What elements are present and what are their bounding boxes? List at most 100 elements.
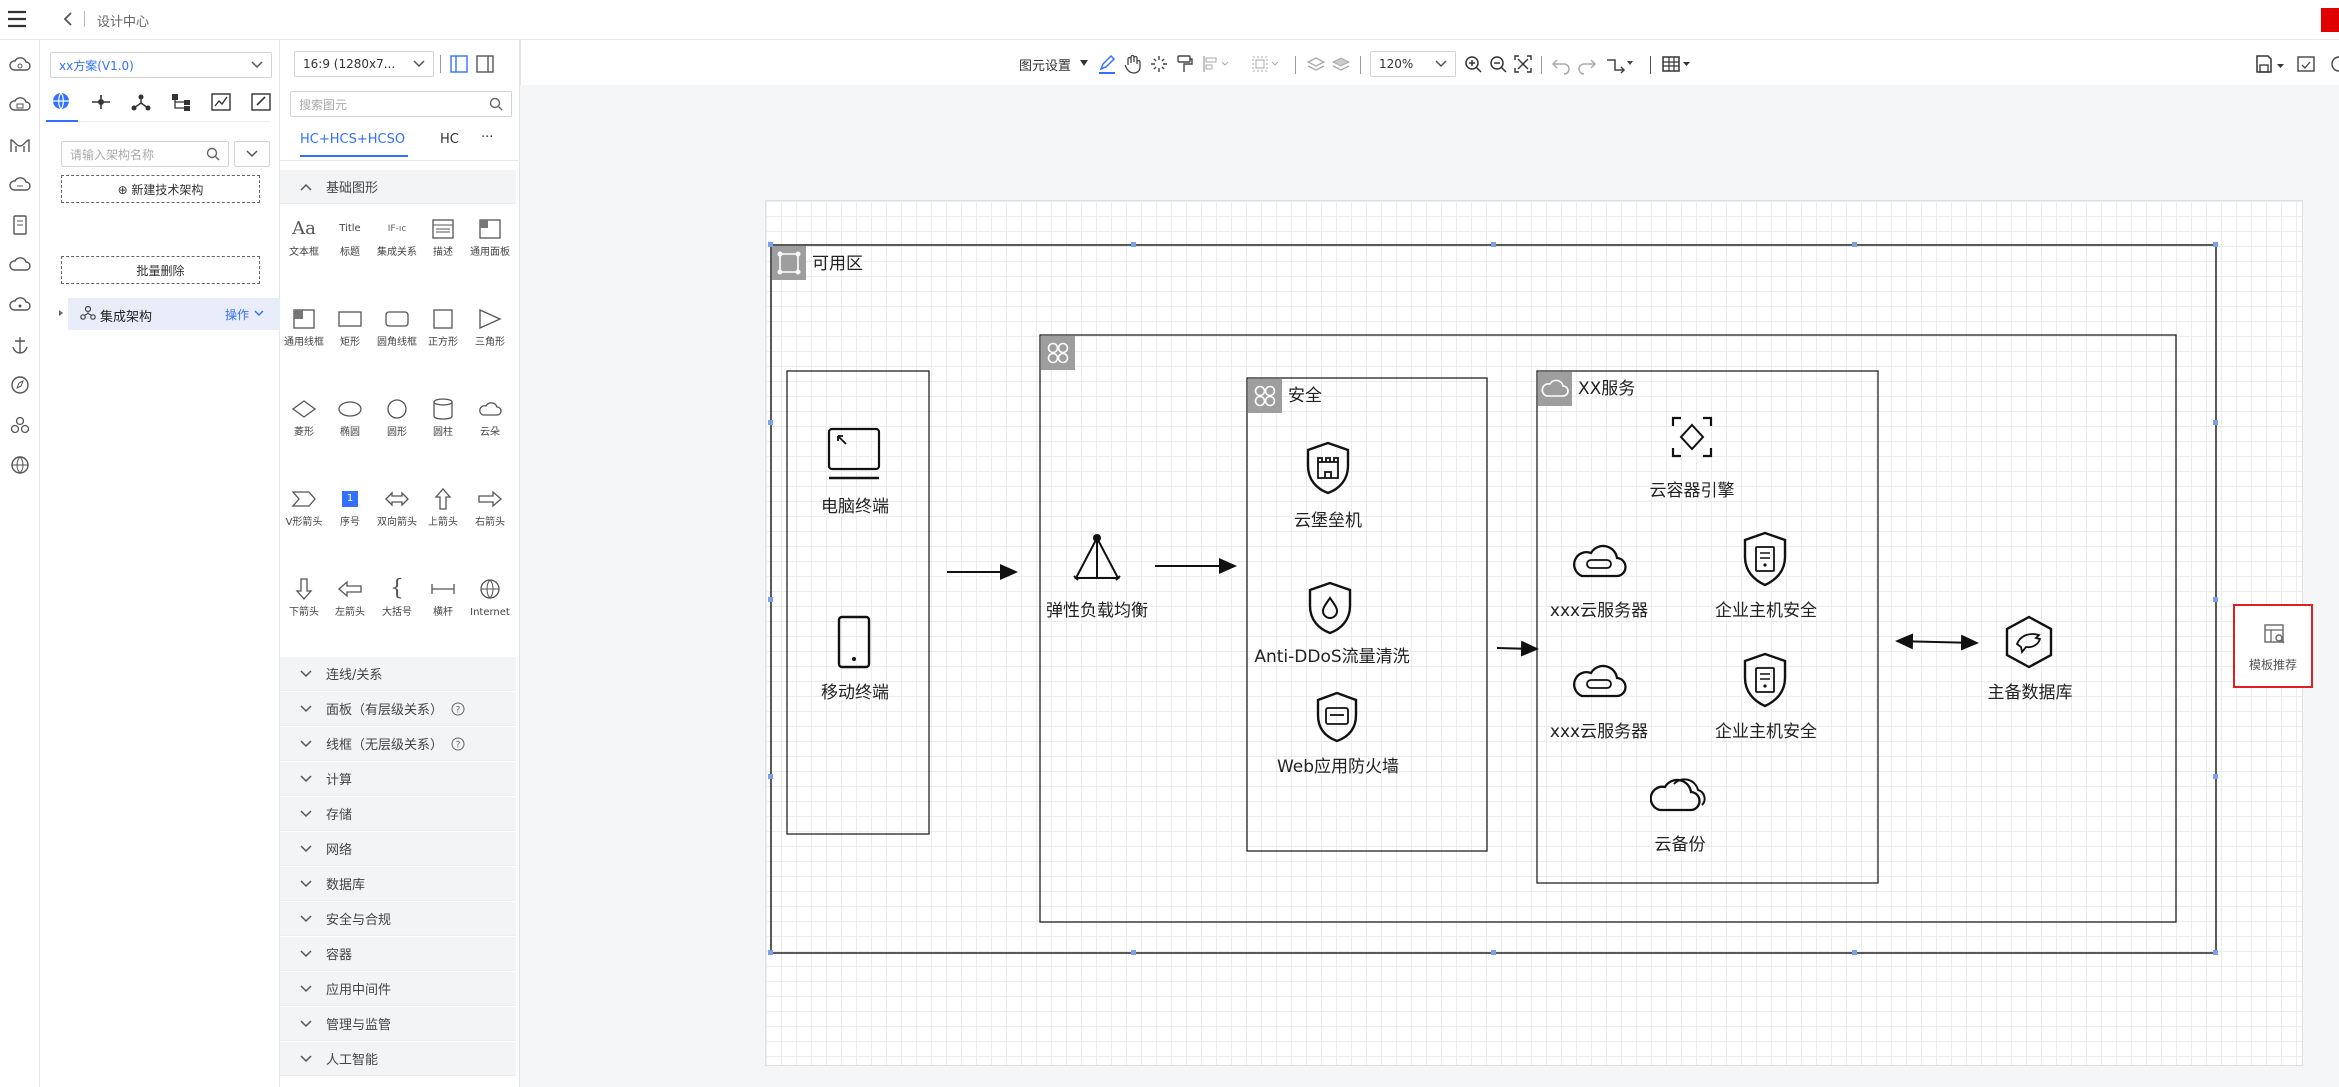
cloud-db-icon[interactable] — [7, 92, 33, 118]
tab-more[interactable]: ··· — [481, 130, 494, 145]
edit-tab-icon[interactable] — [250, 92, 272, 112]
breadcrumb[interactable]: 设计中心 — [97, 15, 150, 30]
monitor-icon[interactable] — [826, 426, 882, 486]
ratio-select[interactable]: 16:9 (1280x7... — [294, 51, 434, 77]
category-item[interactable]: 数据库 — [280, 867, 516, 901]
shape-cloud[interactable]: 云朵 — [468, 393, 512, 473]
shape-ellipse[interactable]: 椭圆 — [328, 393, 372, 473]
template-recommend-button[interactable]: 模板推荐 — [2233, 604, 2313, 688]
more-icon[interactable] — [2328, 52, 2339, 76]
zoom-in-icon[interactable] — [1462, 52, 1484, 76]
caret-down-icon[interactable] — [1080, 60, 1088, 66]
category-item[interactable]: 安全与合规 — [280, 902, 516, 936]
chevron-down-icon[interactable] — [254, 310, 264, 317]
tree-item-integration[interactable] — [68, 298, 280, 330]
category-item[interactable]: 容器 — [280, 937, 516, 971]
category-item[interactable]: 人工智能 — [280, 1042, 516, 1076]
globe-tab-icon[interactable] — [50, 90, 72, 112]
globe-icon[interactable] — [7, 452, 33, 478]
table-icon[interactable] — [1660, 52, 1694, 76]
host-security-shield-icon[interactable] — [1740, 651, 1790, 709]
scheme-select[interactable]: xx方案(V1.0) — [50, 52, 272, 78]
xx-service-label[interactable]: XX服务 — [1578, 379, 1636, 399]
export-icon[interactable] — [2295, 52, 2317, 76]
help-icon[interactable]: ? — [451, 702, 465, 716]
section-basic-shapes[interactable]: 基础图形 — [280, 170, 516, 204]
cloud-sync-icon[interactable] — [7, 292, 33, 318]
database-hexagon-icon[interactable] — [2003, 614, 2055, 670]
category-item[interactable]: 存储 — [280, 797, 516, 831]
cloud-server-icon[interactable] — [1570, 538, 1628, 582]
layer-up-icon[interactable] — [1305, 52, 1327, 76]
element-settings-menu[interactable]: 图元设置 — [1019, 59, 1072, 74]
bastion-shield-icon[interactable] — [1302, 440, 1354, 496]
shape-circle[interactable]: 圆形 — [375, 393, 419, 473]
filter-dropdown[interactable] — [234, 141, 270, 167]
load-balancer-icon[interactable] — [1070, 532, 1124, 584]
shape-double-arrow[interactable]: 双向箭头 — [375, 483, 419, 563]
tab-hc[interactable]: HC — [440, 132, 459, 147]
shape-cylinder[interactable]: 圆柱 — [421, 393, 465, 473]
category-item[interactable]: 面板（有层级关系）? — [280, 692, 516, 726]
branch-tab-icon[interactable] — [130, 92, 152, 112]
batch-delete-button[interactable]: 批量删除 — [61, 256, 260, 284]
format-painter-icon[interactable] — [1174, 52, 1196, 76]
drawing-page[interactable] — [765, 200, 2303, 1066]
cloud-backup-icon[interactable] — [1650, 772, 1708, 816]
cluster-icon[interactable] — [7, 412, 33, 438]
cloud-server-icon[interactable] — [1570, 658, 1628, 702]
category-item[interactable]: 管理与监管 — [280, 1007, 516, 1041]
shape-triangle[interactable]: 三角形 — [468, 303, 512, 383]
shape-diamond[interactable]: 菱形 — [282, 393, 326, 473]
shape-search-input[interactable]: 搜索图元 — [290, 91, 512, 117]
chevron-left-icon[interactable] — [60, 10, 76, 28]
layout-left-icon[interactable] — [450, 55, 468, 73]
host-security-shield-icon[interactable] — [1740, 530, 1790, 588]
hierarchy-tab-icon[interactable] — [170, 92, 192, 112]
cloud-icon[interactable] — [7, 52, 33, 78]
architecture-search-input[interactable]: 请输入架构名称 — [61, 141, 229, 167]
pen-icon[interactable] — [1096, 52, 1118, 76]
group-icon[interactable] — [1250, 52, 1284, 76]
hand-icon[interactable] — [1122, 52, 1144, 76]
category-item[interactable]: 计算 — [280, 762, 516, 796]
shape-rounded-rect[interactable]: 圆角线框 — [375, 303, 419, 383]
shape-rect[interactable]: 矩形 — [328, 303, 372, 383]
category-item[interactable]: 应用中间件 — [280, 972, 516, 1006]
zoom-select[interactable]: 120% — [1370, 51, 1456, 77]
anchor-icon[interactable] — [7, 332, 33, 358]
tab-hc-hcs-hcso[interactable]: HC+HCS+HCSO — [300, 132, 406, 147]
layout-right-icon[interactable] — [476, 55, 494, 73]
container-engine-icon[interactable] — [1670, 414, 1714, 460]
align-icon[interactable] — [1200, 52, 1234, 76]
shape-beam[interactable]: 横杆 — [421, 573, 465, 653]
shape-internet[interactable]: Internet — [468, 573, 512, 653]
tree-item-action[interactable]: 操作 — [225, 308, 250, 322]
save-icon[interactable] — [2253, 52, 2287, 76]
cloud-outline-icon[interactable] — [7, 252, 33, 278]
magic-icon[interactable] — [1148, 52, 1170, 76]
shape-description[interactable]: 描述 — [421, 213, 465, 293]
shape-wire-frame[interactable]: 通用线框 — [282, 303, 326, 383]
waf-shield-icon[interactable] — [1312, 690, 1362, 744]
document-icon[interactable] — [7, 212, 33, 238]
security-group-label[interactable]: 安全 — [1288, 386, 1322, 406]
shape-down-arrow[interactable]: 下箭头 — [282, 573, 326, 653]
hamburger-icon[interactable] — [6, 8, 28, 30]
shape-left-arrow[interactable]: 左箭头 — [328, 573, 372, 653]
shape-up-arrow[interactable]: 上箭头 — [421, 483, 465, 563]
undo-icon[interactable] — [1550, 52, 1572, 76]
category-item[interactable]: 连线/关系 — [280, 657, 516, 691]
fit-screen-icon[interactable] — [1512, 52, 1534, 76]
availability-zone-label[interactable]: 可用区 — [812, 254, 863, 274]
cloud-gear-icon[interactable] — [7, 172, 33, 198]
chart-tab-icon[interactable] — [210, 92, 232, 112]
mobile-icon[interactable] — [836, 614, 872, 670]
new-architecture-button[interactable]: ⊕ 新建技术架构 — [61, 175, 260, 203]
shape-square[interactable]: 正方形 — [421, 303, 465, 383]
shape-brace[interactable]: {大括号 — [375, 573, 419, 653]
